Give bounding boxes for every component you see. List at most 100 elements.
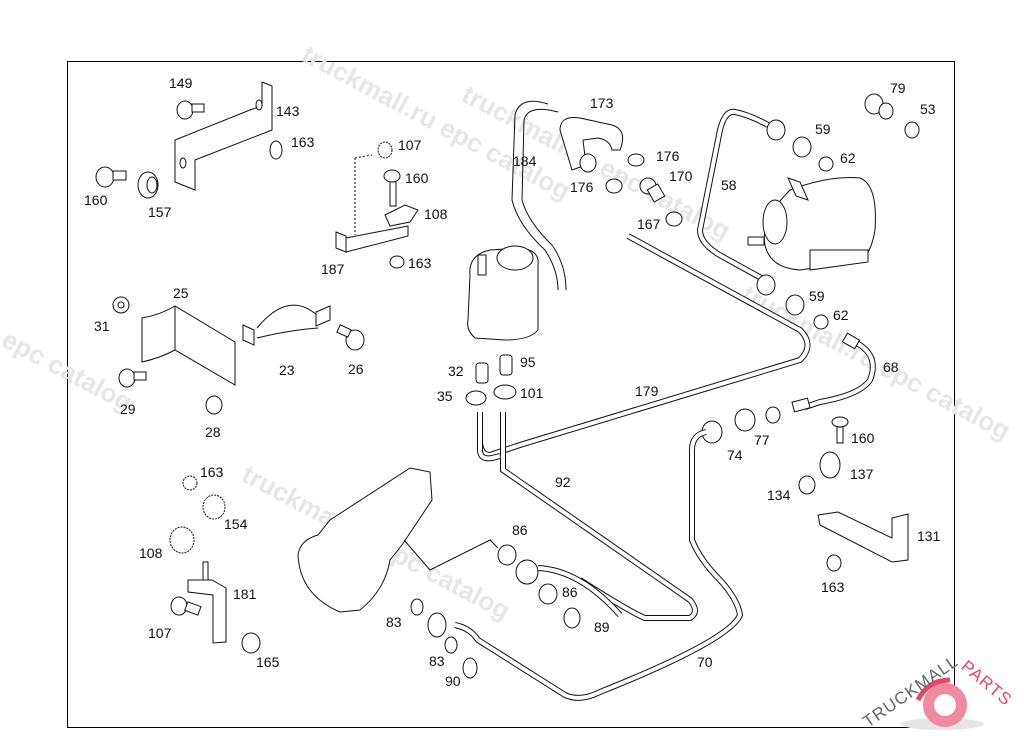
reservoir-cap — [496, 245, 534, 271]
label-25: 25 — [173, 285, 189, 301]
bracket-187[interactable] — [345, 225, 409, 253]
bolt-160[interactable] — [95, 166, 115, 188]
bolt-149[interactable] — [176, 100, 194, 120]
label-167: 167 — [637, 216, 661, 232]
bolt-shank — [836, 426, 844, 444]
washer-86[interactable] — [497, 544, 517, 566]
bracket-25[interactable] — [141, 305, 236, 386]
label-59: 59 — [815, 121, 831, 137]
label-160: 160 — [405, 170, 429, 186]
seal-62[interactable] — [818, 156, 834, 172]
nut-163[interactable] — [826, 554, 842, 572]
label-77: 77 — [754, 432, 770, 448]
guide-line — [354, 154, 373, 159]
truckmall-parts-logo: TRUCKMALL PARTS — [859, 651, 1015, 731]
hose-173[interactable] — [559, 117, 624, 171]
clamp-23-top — [256, 304, 321, 329]
label-187: 187 — [321, 261, 345, 277]
label-160: 160 — [851, 430, 875, 446]
part-group-right-middle — [701, 406, 909, 572]
nut-165[interactable] — [241, 632, 261, 654]
label-92: 92 — [555, 474, 571, 490]
label-28: 28 — [205, 424, 221, 440]
label-83: 83 — [386, 614, 402, 630]
label-131: 131 — [917, 528, 941, 544]
watermark: truckmall.ru epc catalog — [737, 279, 1015, 446]
part-group-steering-gear — [297, 467, 623, 679]
banjo-bolt-89[interactable] — [563, 607, 581, 629]
nut-58-lower[interactable] — [756, 274, 776, 296]
label-59: 59 — [809, 288, 825, 304]
washer-83[interactable] — [444, 636, 458, 654]
nut-163[interactable] — [269, 140, 283, 160]
part-group-center-small — [465, 354, 517, 462]
bolt-107[interactable] — [377, 141, 393, 159]
pipe-58[interactable] — [696, 108, 770, 283]
bracket-181[interactable] — [187, 579, 227, 644]
clamp-35[interactable] — [465, 390, 487, 406]
clamp-inner — [146, 176, 158, 194]
bolt-134[interactable] — [798, 475, 816, 495]
cylinder-mount — [809, 249, 869, 271]
pipe-92-fill — [501, 412, 697, 620]
hose-184[interactable] — [511, 100, 559, 291]
bolt-160[interactable] — [831, 416, 849, 428]
washer-167[interactable] — [665, 211, 683, 227]
bolt-shank — [133, 371, 147, 381]
clamp-ear — [315, 305, 331, 327]
hose-fitting — [841, 332, 861, 350]
label-95: 95 — [520, 354, 536, 370]
bolt-shank — [336, 324, 352, 338]
clamp-137[interactable] — [819, 451, 841, 479]
clamp-176[interactable] — [605, 178, 623, 194]
label-53: 53 — [920, 101, 936, 117]
washer-86[interactable] — [538, 583, 558, 605]
label-176: 176 — [570, 179, 594, 195]
washer-hole — [117, 301, 125, 309]
label-107: 107 — [148, 625, 172, 641]
washer-83[interactable] — [410, 598, 424, 616]
nut-58[interactable] — [766, 119, 786, 141]
hose-68[interactable] — [791, 332, 876, 413]
reservoir-nozzle — [477, 254, 487, 276]
bracket-143[interactable] — [174, 81, 273, 191]
cap-95[interactable] — [499, 354, 513, 376]
bolt-160[interactable] — [383, 169, 401, 183]
seal-77[interactable] — [765, 406, 781, 424]
pipe-92[interactable] — [500, 412, 698, 621]
banjo-bolt-90[interactable] — [462, 657, 478, 679]
bolt-107[interactable] — [170, 596, 188, 616]
label-160: 160 — [84, 192, 108, 208]
nut-59[interactable] — [785, 294, 805, 316]
cylinder-tab — [787, 177, 809, 201]
nut-163[interactable] — [182, 475, 198, 491]
cap-32[interactable] — [475, 362, 489, 384]
label-79: 79 — [890, 80, 906, 96]
bolt-shank — [112, 170, 127, 181]
nut-74[interactable] — [734, 408, 756, 432]
nut-163[interactable] — [389, 255, 405, 269]
clamp-101[interactable] — [493, 384, 517, 400]
washer-53[interactable] — [904, 121, 920, 139]
label-163: 163 — [291, 134, 315, 150]
bolt-29[interactable] — [118, 368, 136, 388]
part-labels: 149 143 163 160 157 107 160 108 187 163 … — [84, 75, 941, 689]
bolt-28[interactable] — [205, 395, 223, 415]
bracket-hole — [179, 157, 187, 169]
cylinder-end — [762, 199, 788, 245]
part-group-cylinder — [747, 177, 876, 271]
bracket-131[interactable] — [817, 511, 909, 563]
clamp-23-band[interactable] — [256, 327, 319, 339]
clamp-176[interactable] — [627, 153, 645, 167]
label-32: 32 — [448, 363, 464, 379]
bolt-26[interactable] — [345, 329, 365, 351]
pipe-70[interactable] — [454, 429, 744, 701]
steering-gear[interactable] — [297, 467, 433, 613]
nut-59[interactable] — [792, 136, 812, 158]
label-89: 89 — [594, 619, 610, 635]
clamp-108[interactable] — [384, 204, 419, 227]
seal-62[interactable] — [813, 314, 829, 330]
washer-31[interactable] — [112, 296, 130, 314]
clamp-108[interactable] — [169, 526, 195, 554]
clamp-154[interactable] — [202, 494, 226, 520]
